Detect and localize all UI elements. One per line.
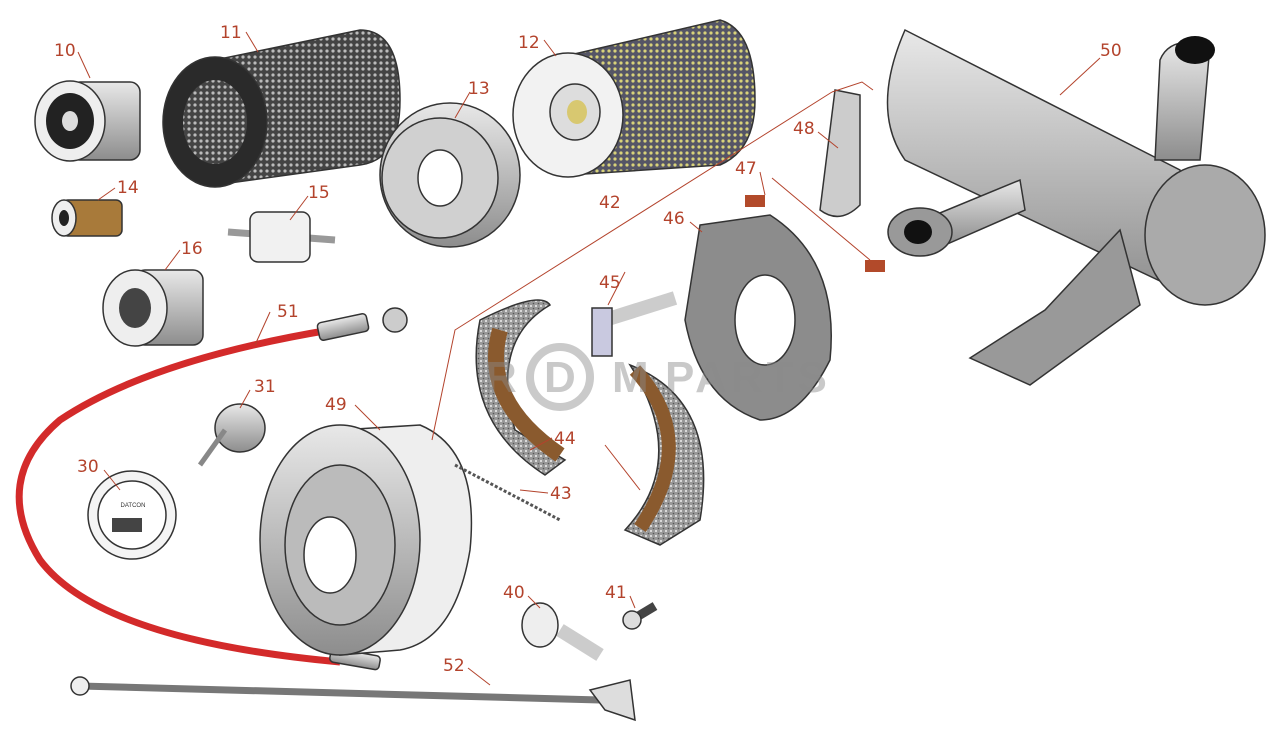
part-40-bushing — [521, 602, 604, 661]
callout-10: 10 — [54, 41, 76, 61]
callout-16: 16 — [181, 239, 203, 259]
part-49-brake-drum — [259, 424, 473, 656]
part-14-fuel-filter-element — [51, 199, 123, 237]
part-30-hour-meter: DATCON — [87, 470, 177, 560]
gauge-brand-text: DATCON — [121, 503, 146, 509]
callout-42: 42 — [599, 193, 621, 213]
part-15-inline-fuel-filter — [227, 211, 336, 263]
part-41-bolt — [622, 602, 658, 630]
part-46-backing-plate — [684, 214, 832, 421]
part-13-dust-cup — [379, 102, 521, 248]
callout-40: 40 — [503, 583, 525, 603]
part-47-spring-top — [745, 195, 765, 207]
callout-46: 46 — [663, 209, 685, 229]
part-12-air-filter — [512, 19, 756, 178]
part-11-air-filter — [162, 29, 401, 188]
svg-text:M: M — [612, 353, 653, 402]
part-16-oil-filter — [102, 269, 204, 347]
callout-45: 45 — [599, 273, 621, 293]
callout-12: 12 — [518, 33, 540, 53]
callout-11: 11 — [220, 23, 242, 43]
callout-15: 15 — [308, 183, 330, 203]
part-45-anchor-pin — [591, 291, 678, 357]
callout-14: 14 — [117, 178, 139, 198]
leader-lines — [77, 31, 1101, 686]
callout-48: 48 — [793, 119, 815, 139]
part-51-battery-cable-red — [15, 307, 408, 671]
watermark-logo: R D M PARTS — [485, 343, 831, 411]
part-48-brake-lever — [819, 89, 861, 218]
callout-50: 50 — [1100, 41, 1122, 61]
part-10-oil-filter — [34, 80, 141, 162]
svg-text:R: R — [485, 353, 521, 402]
callout-52: 52 — [443, 656, 465, 676]
callout-31: 31 — [254, 377, 276, 397]
callout-47: 47 — [735, 159, 757, 179]
svg-text:PARTS: PARTS — [665, 353, 831, 402]
callout-13: 13 — [468, 79, 490, 99]
part-50-muffler — [886, 28, 1266, 386]
callout-labels: 10 11 12 13 14 15 16 51 31 30 49 42 45 4… — [54, 23, 1122, 676]
callout-30: 30 — [77, 457, 99, 477]
part-47-spring-bottom — [865, 260, 885, 272]
part-52-ground-cable — [70, 676, 636, 722]
callout-49: 49 — [325, 395, 347, 415]
part-31-ignition-switch — [197, 403, 266, 467]
callout-44: 44 — [554, 429, 576, 449]
svg-text:D: D — [544, 353, 580, 402]
callout-51: 51 — [277, 302, 299, 322]
callout-43: 43 — [550, 484, 572, 504]
callout-41: 41 — [605, 583, 627, 603]
part-44-brake-shoes — [475, 299, 705, 546]
